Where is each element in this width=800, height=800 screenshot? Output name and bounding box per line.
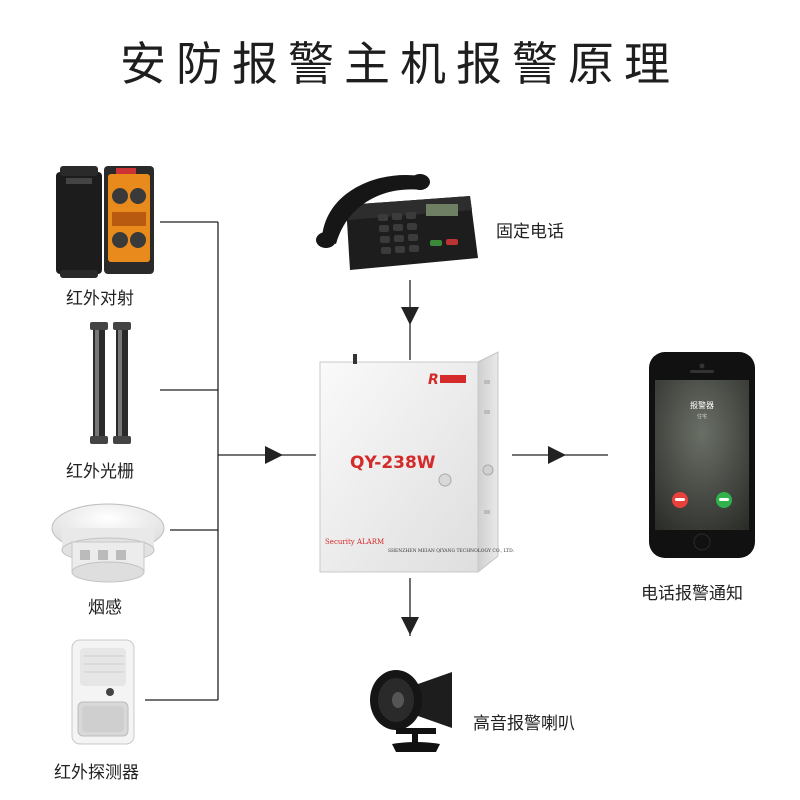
brand-logo: R: [428, 372, 439, 388]
input-label-pir: 红外探测器: [54, 758, 139, 783]
caller-name: 报警器: [690, 400, 714, 410]
input-label-infrared-beam: 红外对射: [66, 284, 134, 309]
horn-speaker-icon: [370, 670, 452, 752]
infrared-beam-detector-icon: [56, 166, 154, 278]
arrow-to-host: [265, 446, 283, 464]
host-footer-left: Security ALARM: [325, 538, 384, 546]
input-label-infrared-grating: 红外光栅: [66, 457, 134, 482]
mobile-notify-label: 电话报警通知: [641, 579, 743, 604]
infrared-grating-icon: [90, 322, 131, 444]
host-model-label: QY-238W: [350, 453, 436, 473]
pir-motion-detector-icon: [72, 640, 134, 744]
caller-subtitle: 住宅: [697, 413, 707, 420]
alarm-host-panel-icon: R QY-238W Security ALARM SHENZHEN MEIAN …: [320, 352, 515, 572]
smartphone-icon: 报警器 住宅: [649, 352, 755, 558]
input-label-smoke: 烟感: [88, 593, 122, 618]
desk-phone-icon: [316, 174, 478, 270]
host-footer-right: SHENZHEN MEIAN QIYANG TECHNOLOGY CO., LT…: [388, 548, 515, 554]
arrow-speaker-down: [401, 617, 419, 635]
arrow-phone-down: [401, 307, 419, 325]
smoke-detector-icon: [52, 504, 164, 582]
speaker-label: 高音报警喇叭: [473, 709, 575, 734]
telephone-label: 固定电话: [496, 217, 564, 242]
arrow-to-mobile: [548, 446, 566, 464]
